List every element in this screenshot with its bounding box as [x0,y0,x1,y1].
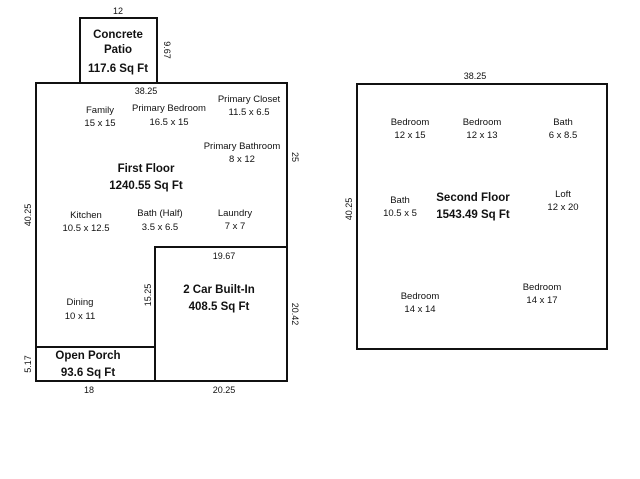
first-floor-outline [35,82,288,347]
second-floor-title: Second Floor [436,192,510,204]
room-bedroom-2-size: 12 x 13 [466,130,497,141]
second-floor-area: 1543.49 Sq Ft [436,209,510,221]
room-bath-2-name: Bath [390,195,410,206]
room-primary-closet-size: 11.5 x 6.5 [228,107,269,118]
first-floor-area: 1240.55 Sq Ft [109,180,183,192]
first-floor-title: First Floor [118,163,175,175]
patio-area: 117.6 Sq Ft [88,63,148,75]
porch-left-dimension: 5.17 [23,355,33,373]
porch-bottom-dimension: 18 [84,385,94,395]
porch-title: Open Porch [55,350,120,362]
garage-outline [154,246,288,382]
room-half-bath-size: 3.5 x 6.5 [142,222,178,233]
room-loft-size: 12 x 20 [547,202,578,213]
room-loft-name: Loft [555,189,571,200]
room-dining-size: 10 x 11 [65,311,95,322]
room-laundry-size: 7 x 7 [225,221,246,232]
first-floor-left-dimension: 40.25 [23,204,33,227]
second-floor-outline [356,83,608,350]
garage-area: 408.5 Sq Ft [189,301,250,313]
room-bedroom-4-name: Bedroom [523,282,562,293]
patio-name-line1: Concrete [93,29,143,41]
room-primary-closet-name: Primary Closet [218,94,281,105]
second-floor-top-dimension: 38.25 [464,71,487,81]
room-family-size: 15 x 15 [84,118,115,129]
room-primary-bedroom-size: 16.5 x 15 [149,117,188,128]
room-bath-2-size: 10.5 x 5 [383,208,417,219]
room-primary-bathroom-name: Primary Bathroom [204,141,281,152]
garage-top-dimension: 19.67 [213,251,236,261]
room-half-bath-name: Bath (Half) [137,208,182,219]
room-bedroom-1-size: 12 x 15 [394,130,425,141]
first-floor-top-dimension: 38.25 [135,86,158,96]
garage-bottom-dimension: 20.25 [213,385,236,395]
room-dining-name: Dining [67,297,94,308]
room-bedroom-3-name: Bedroom [401,291,440,302]
room-primary-bedroom-name: Primary Bedroom [132,103,206,114]
room-bedroom-1-name: Bedroom [391,117,430,128]
garage-left-dimension: 15.25 [143,284,153,307]
second-floor-left-dimension: 40.25 [344,198,354,221]
room-kitchen-size: 10.5 x 12.5 [62,223,109,234]
room-bedroom-4-size: 14 x 17 [526,295,557,306]
first-floor-right-dimension: 25 [290,152,300,162]
room-family-name: Family [86,105,114,116]
room-bedroom-2-name: Bedroom [463,117,502,128]
garage-title: 2 Car Built-In [183,284,255,296]
garage-right-dimension: 20.42 [290,303,300,326]
room-bath-1-name: Bath [553,117,573,128]
room-kitchen-name: Kitchen [70,210,102,221]
room-bath-1-size: 6 x 8.5 [549,130,578,141]
porch-area: 93.6 Sq Ft [61,367,115,379]
patio-width-dimension: 12 [113,6,123,16]
patio-depth-dimension: 9.67 [162,41,172,59]
room-laundry-name: Laundry [218,208,253,219]
patio-name-line2: Patio [104,44,132,56]
porch-outline [35,346,156,382]
room-primary-bathroom-size: 8 x 12 [229,154,255,165]
room-bedroom-3-size: 14 x 14 [404,304,435,315]
